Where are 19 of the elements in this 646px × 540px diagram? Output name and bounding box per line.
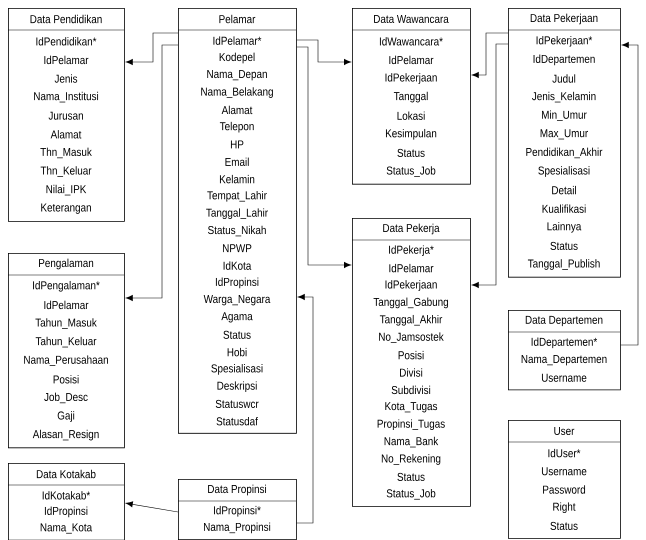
arrow xyxy=(126,44,178,301)
table-box: Pengalaman IdPengalaman* IdPelamar Tahun_Masuk Tahun_Keluar Nama_Perusahaan Posisi Job_Desc Gaji Alasan_Resign xyxy=(8,253,125,448)
table-box: Data Wawancara IdWawancara* IdPelamar IdPekerjaan Tanggal Lokasi Kesimpulan Status Status_Job xyxy=(352,8,471,185)
table-box: User IdUser* Username Password Right Status xyxy=(508,420,621,539)
arrow xyxy=(472,44,508,288)
table-box: Pelamar IdPelamar* Kodepel Nama_Depan Nama_Belakang Alamat Telepon HP Email Kelamin Tempat_Lahir Tanggal_Lahir Status_Nikah NPWP IdKota IdPropinsi Warga_Negara Agama Status Hobi Spesialisasi Deskripsi Statuswcr Statusdaf xyxy=(178,8,297,434)
table-box: Data Pendidikan IdPendidikan* IdPelamar Jenis Nama_Institusi Jurusan Alamat Thn_Masuk Thn_Keluar Nilai_IPK Keterangan xyxy=(8,8,125,222)
arrow xyxy=(296,46,352,268)
arrow xyxy=(296,294,314,524)
table-box: Data Kotakab IdKotakab* IdPropinsi Nama_Kota xyxy=(8,463,125,540)
arrow xyxy=(472,32,508,78)
arrow xyxy=(126,32,178,65)
table-box: Data Propinsi IdPropinsi* Nama_Propinsi xyxy=(178,479,297,540)
table-box: Data Pekerjaan IdPekerjaan* IdDepartemen Judul Jenis_Kelamin Min_Umur Max_Umur Pendidikan_Akhir Spesialisasi Detail Kualifikasi Lainnya Status Tanggal_Publish xyxy=(508,8,621,278)
table-box: Data Pekerja IdPekerja* IdPelamar IdPekerjaan Tanggal_Gabung Tanggal_Akhir No_Jamsostek Posisi Divisi Subdivisi Kota_Tugas Propinsi_Tugas Nama_Bank No_Rekening Status Status_Job xyxy=(352,218,471,507)
arrow xyxy=(296,40,352,65)
arrow xyxy=(126,501,178,512)
arrow xyxy=(620,42,638,346)
table-box: Data Departemen IdDepartemen* Nama_Departemen Username xyxy=(508,310,621,390)
